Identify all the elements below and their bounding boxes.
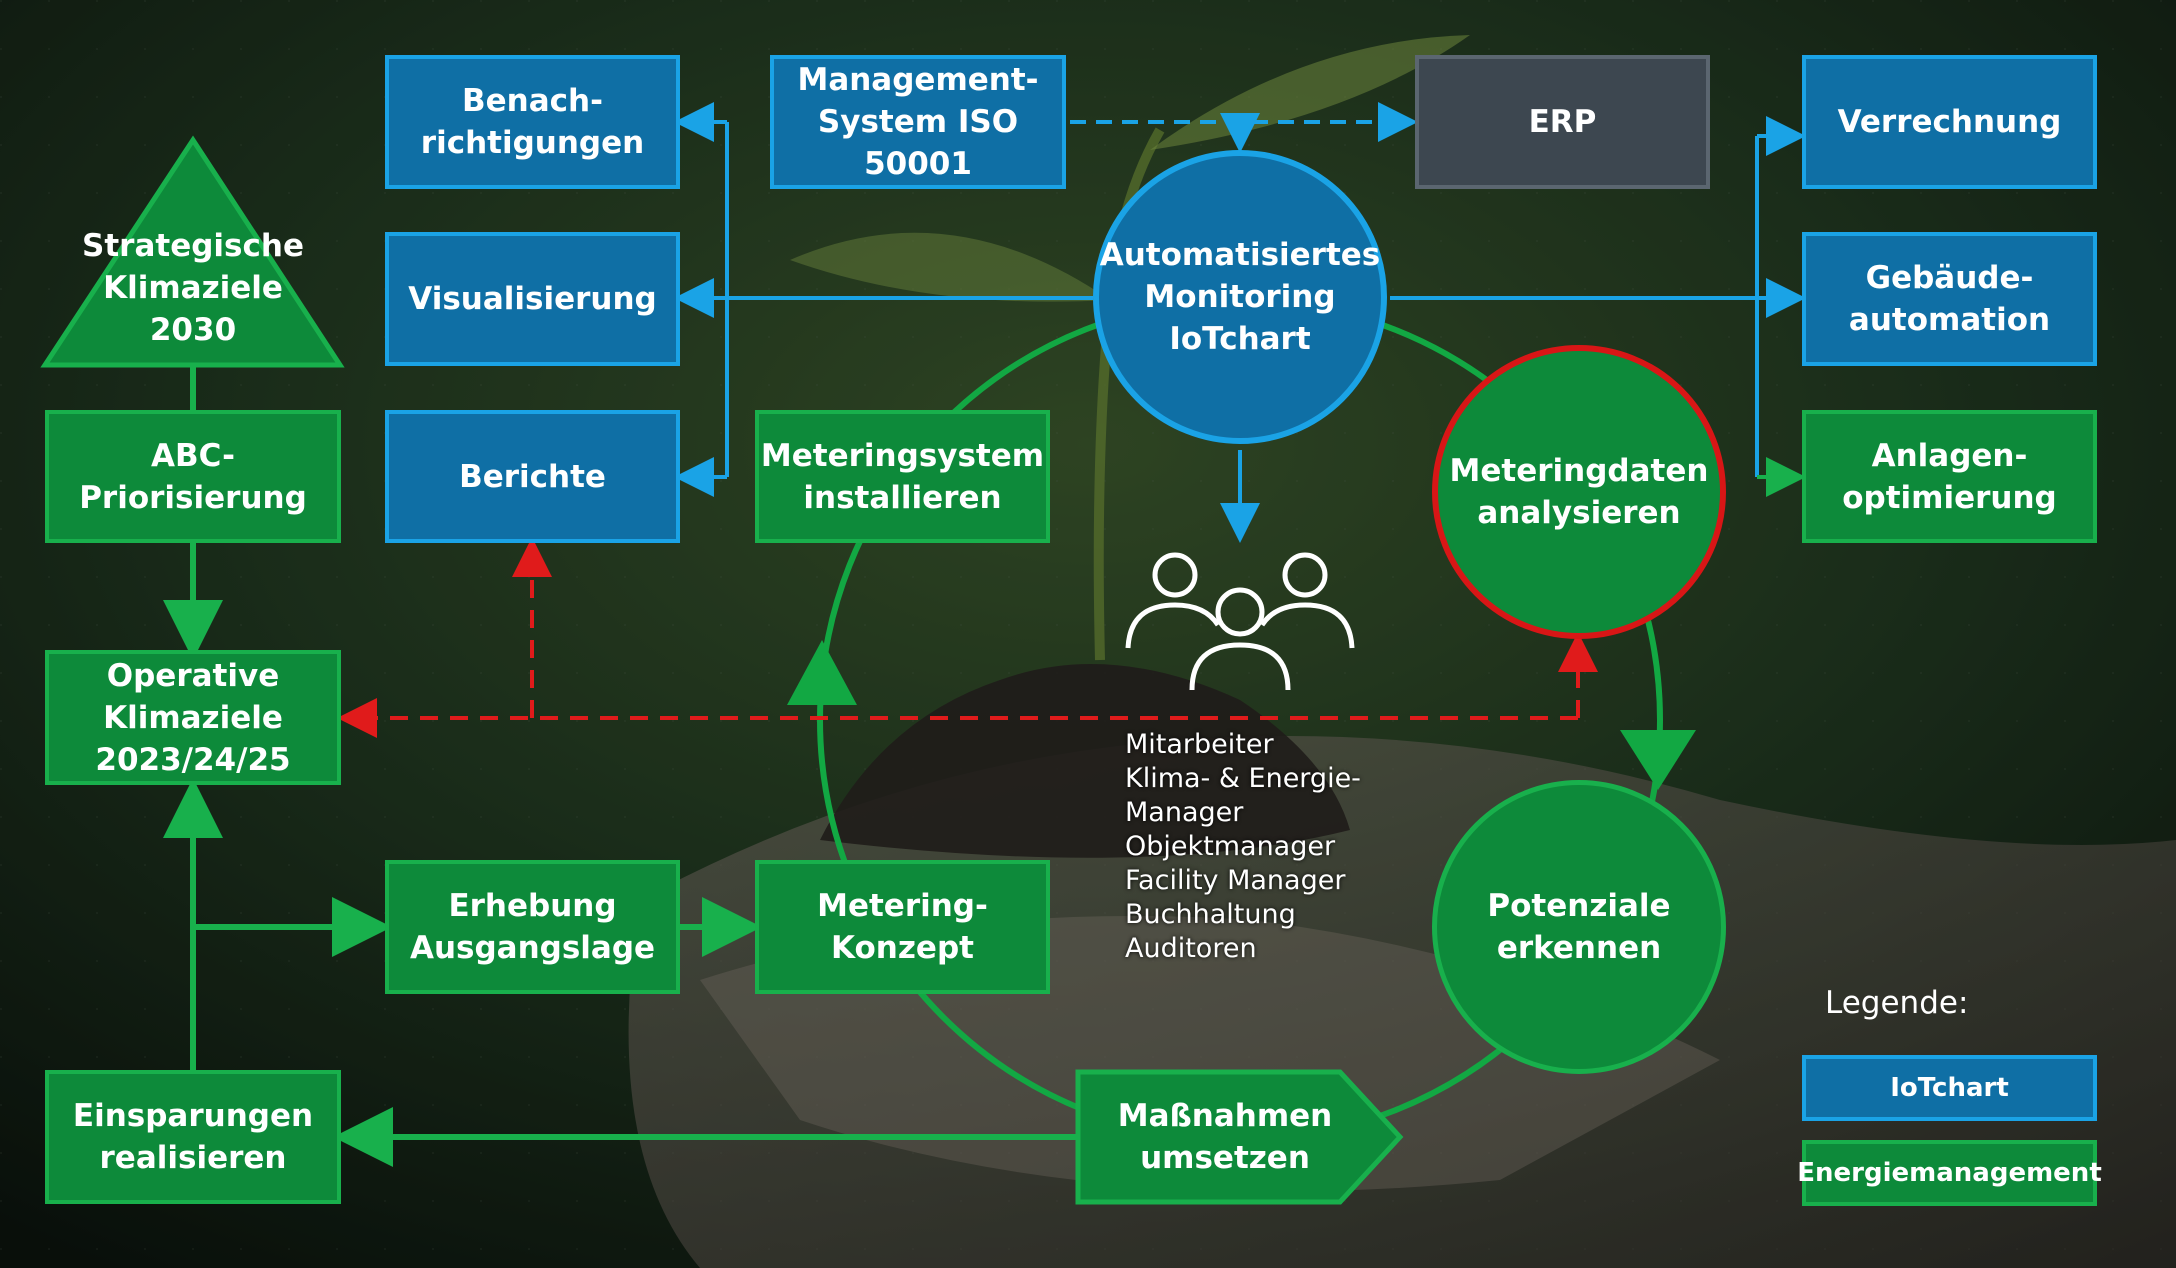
strategic-goals-label: Strategische Klimaziele 2030 <box>82 228 304 348</box>
baseline-survey-box[interactable]: Erhebung Ausgangslage <box>385 860 680 994</box>
savings-box[interactable]: Einsparungen realisieren <box>45 1070 341 1204</box>
people-group-icon <box>1125 552 1355 691</box>
potentials-circle[interactable]: Potenziale erkennen <box>1432 780 1726 1074</box>
billing-box[interactable]: Verrechnung <box>1802 55 2097 189</box>
strategic-goals-triangle <box>40 135 345 368</box>
operative-goals-box[interactable]: Operative Klimaziele 2023/24/25 <box>45 650 341 785</box>
measures-pentagon <box>1075 1069 1404 1205</box>
monitoring-circle[interactable]: Automatisiertes Monitoring IoTchart <box>1093 150 1387 444</box>
visualization-box[interactable]: Visualisierung <box>385 232 680 366</box>
cycle-arrow-down <box>1620 730 1696 790</box>
building-automation-box[interactable]: Gebäude- automation <box>1802 232 2097 366</box>
management-system-box[interactable]: Management- System ISO 50001 <box>770 55 1066 189</box>
erp-box[interactable]: ERP <box>1415 55 1710 189</box>
measures-label[interactable]: Maßnahmen umsetzen <box>1117 1098 1333 1176</box>
notifications-box[interactable]: Benach- richtigungen <box>385 55 680 189</box>
metering-concept-box[interactable]: Metering- Konzept <box>755 860 1050 994</box>
stakeholder-list: Mitarbeiter Klima- & Energie- Manager Ob… <box>1125 729 1361 964</box>
metering-install-box[interactable]: Meteringsystem installieren <box>755 410 1050 543</box>
plant-optimization-box[interactable]: Anlagen- optimierung <box>1802 410 2097 543</box>
cycle-arrow-up <box>787 640 857 705</box>
abc-prioritization-box[interactable]: ABC-Priorisierung <box>45 410 341 543</box>
legend-iotchart: IoTchart <box>1802 1055 2097 1121</box>
reports-box[interactable]: Berichte <box>385 410 680 543</box>
legend-energy-management: Energiemanagement <box>1797 1140 2102 1206</box>
metering-analysis-circle[interactable]: Meteringdaten analysieren <box>1432 345 1726 639</box>
legend-title: Legende: <box>1825 985 1969 1021</box>
